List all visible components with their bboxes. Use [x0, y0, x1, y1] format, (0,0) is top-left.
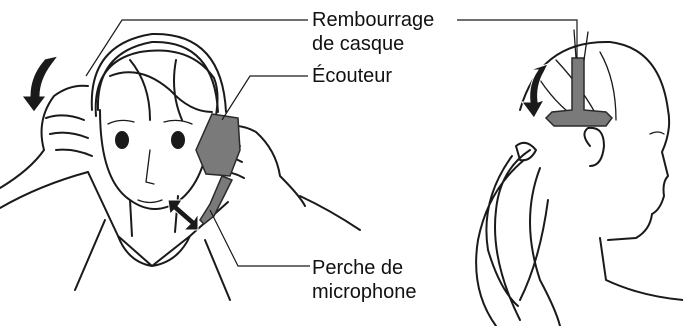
microphone-boom-label: Perche de microphone	[312, 256, 417, 304]
front-mouth	[138, 200, 162, 203]
front-right-eye	[171, 131, 185, 149]
front-nose	[146, 150, 154, 184]
front-view-figure	[0, 34, 360, 300]
side-ponytail	[476, 150, 560, 326]
side-headband-pad	[546, 58, 612, 126]
front-microphone-boom	[200, 176, 232, 224]
microphone-boom-label-line2: microphone	[312, 280, 417, 304]
headband-leader-line-right	[457, 20, 577, 58]
side-hair-tie	[516, 143, 536, 160]
boom-adjust-arrow-icon	[168, 200, 198, 230]
front-left-eye	[115, 131, 129, 149]
front-earpiece	[196, 114, 240, 176]
side-view-figure	[476, 30, 683, 326]
earpiece-label: Écouteur	[312, 64, 392, 88]
earpiece-label-text: Écouteur	[312, 64, 392, 88]
side-neck	[520, 200, 683, 300]
headband-pad-label-line1: Rembourrage	[312, 8, 434, 32]
front-left-hand	[0, 86, 92, 188]
side-eye	[650, 132, 664, 134]
microphone-boom-label-line1: Perche de	[312, 256, 417, 280]
front-face	[100, 110, 210, 209]
headband-adjust-arrow-icon	[22, 56, 58, 112]
side-ear	[584, 128, 604, 166]
front-hair	[96, 50, 218, 132]
headband-leader-line	[86, 20, 308, 76]
front-headband	[92, 34, 226, 112]
microphone-leader-line	[210, 210, 310, 266]
headband-pad-label: Rembourrage de casque	[312, 8, 434, 56]
headband-pad-label-line2: de casque	[312, 32, 434, 56]
earpiece-leader-line	[222, 76, 308, 120]
front-collar	[75, 172, 230, 300]
